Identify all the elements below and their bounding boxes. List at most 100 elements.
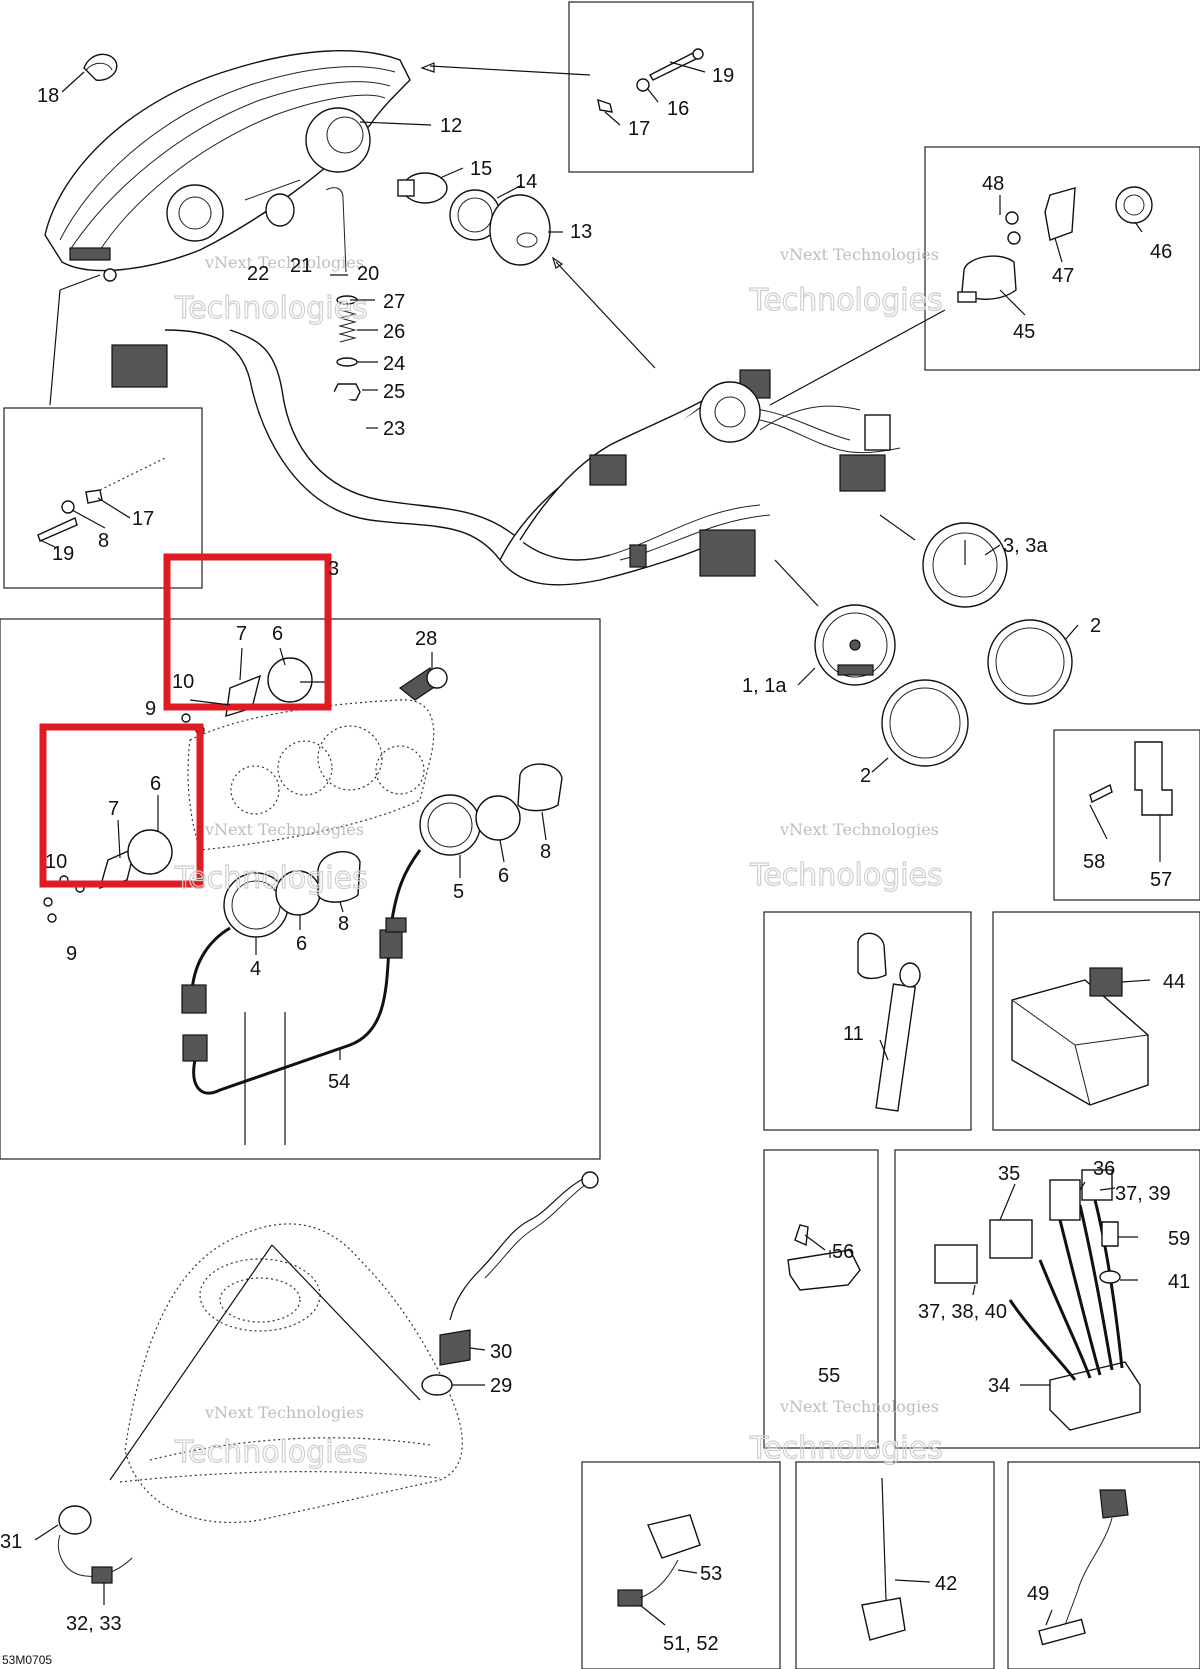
inset-frame-oxygen-sensor	[1007, 1461, 1200, 1669]
inset-frame-screws-top	[568, 1, 754, 173]
rubber-boot	[489, 194, 551, 266]
nut-17-top	[597, 98, 613, 113]
svg-text:Technologies: Technologies	[749, 283, 943, 318]
bulb-socket-clip	[83, 53, 118, 81]
callout-10-lower: 10	[45, 851, 67, 873]
callout-2-right: 2	[1090, 615, 1101, 637]
callout-17-top: 17	[628, 118, 650, 140]
regulator-bolt-washer	[1099, 1221, 1121, 1284]
regulator-wires	[1008, 1199, 1124, 1381]
callout-23: 23	[383, 418, 405, 440]
callout-6-upper: 6	[272, 623, 283, 645]
callout-26: 26	[383, 321, 405, 343]
svg-text:vNext Technologies: vNext Technologies	[204, 253, 364, 272]
callout-24: 24	[383, 353, 405, 375]
diagram-code: 53M0705	[2, 1653, 52, 1667]
screw-58	[1089, 783, 1113, 804]
highlight-box-upper	[163, 553, 332, 711]
screw-56	[794, 1224, 809, 1247]
svg-text:vNext Technologies: vNext Technologies	[779, 820, 939, 839]
callout-48: 48	[982, 173, 1004, 195]
gauge-harness	[181, 849, 422, 1145]
retaining-nut-fuel	[517, 763, 563, 812]
svg-text:Technologies: Technologies	[174, 861, 368, 896]
callout-6-lower: 6	[150, 773, 161, 795]
bezel-ring-right	[987, 619, 1073, 705]
harness-connectors	[111, 344, 891, 577]
svg-text:Technologies: Technologies	[749, 858, 943, 893]
fuel-level-sender	[857, 932, 921, 1112]
callout-34: 34	[988, 1375, 1010, 1397]
callout-28: 28	[415, 628, 437, 650]
bezel-ring-lower	[881, 679, 969, 767]
callout-18: 18	[37, 85, 59, 107]
callout-16: 16	[667, 98, 689, 120]
retaining-ring	[449, 189, 501, 241]
callout-2-lower: 2	[860, 765, 871, 787]
callout-19-top: 19	[712, 65, 734, 87]
callout-37-39: 37, 39	[1115, 1183, 1171, 1205]
inset-frame-gauge-cluster	[0, 618, 601, 1160]
callout-58: 58	[1083, 851, 1105, 873]
tether-cord	[449, 1171, 599, 1321]
callout-7-upper: 7	[236, 623, 247, 645]
highlight-box-lower	[39, 723, 204, 888]
callout-8-left: 8	[98, 530, 109, 552]
callout-45: 45	[1013, 321, 1035, 343]
callout-53: 53	[700, 1563, 722, 1585]
svg-text:vNext Technologies: vNext Technologies	[779, 1397, 939, 1416]
callout-14: 14	[515, 171, 537, 193]
callout-4: 4	[250, 958, 261, 980]
temp-sensor-42	[861, 1477, 906, 1641]
callout-17-left: 17	[132, 508, 154, 530]
callout-44: 44	[1163, 971, 1185, 993]
gasket-lower	[127, 829, 173, 875]
svg-text:Technologies: Technologies	[749, 1431, 943, 1466]
svg-text:vNext Technologies: vNext Technologies	[204, 820, 364, 839]
callout-21: 21	[290, 255, 312, 277]
callout-7-lower: 7	[108, 798, 119, 820]
callout-31: 31	[0, 1531, 22, 1553]
gasket-fuel	[475, 795, 521, 841]
callout-57: 57	[1150, 869, 1172, 891]
callout-51-52: 51, 52	[663, 1633, 719, 1655]
callout-49: 49	[1027, 1583, 1049, 1605]
inset-frame-regulator	[894, 1149, 1200, 1449]
fuel-gauge	[419, 794, 481, 856]
bracket-57	[1134, 741, 1173, 816]
clip-55	[787, 1249, 861, 1291]
callout-55: 55	[818, 1365, 840, 1387]
callout-56: 56	[832, 1241, 854, 1263]
callout-22: 22	[247, 263, 269, 285]
gasket-upper	[267, 657, 313, 703]
callout-59: 59	[1168, 1228, 1190, 1250]
svg-text:vNext Technologies: vNext Technologies	[779, 245, 939, 264]
svg-text:Technologies: Technologies	[174, 1435, 368, 1470]
voltage-regulator	[1049, 1361, 1141, 1431]
screw-19-top	[649, 48, 704, 81]
retaining-nut-temp	[317, 851, 361, 903]
callout-1-1a: 1, 1a	[742, 675, 787, 697]
callout-5: 5	[453, 881, 464, 903]
relay-44	[1089, 967, 1123, 997]
flasher-relay	[957, 255, 1017, 303]
callout-10-upper: 10	[172, 671, 194, 693]
leader-lines	[34, 61, 1161, 1626]
callout-13: 13	[570, 221, 592, 243]
callout-20: 20	[357, 263, 379, 285]
watermarks: vNext Technologies Technologies vNext Te…	[173, 245, 943, 1471]
oxygen-sensor-49	[1038, 1489, 1129, 1646]
flasher-bracket	[1044, 187, 1076, 241]
inset-frame-flasher	[924, 146, 1200, 371]
inset-frame-clip	[763, 1149, 879, 1449]
flasher-ring	[1115, 186, 1153, 224]
callout-25: 25	[383, 381, 405, 403]
callout-19-left: 19	[52, 543, 74, 565]
fuse-box	[1011, 979, 1149, 1106]
regulator-connectors	[934, 1169, 1113, 1284]
callout-30: 30	[490, 1341, 512, 1363]
main-wiring-harness	[164, 329, 901, 586]
callout-29: 29	[490, 1375, 512, 1397]
callout-47: 47	[1052, 265, 1074, 287]
speedometer-gauge	[814, 604, 896, 686]
